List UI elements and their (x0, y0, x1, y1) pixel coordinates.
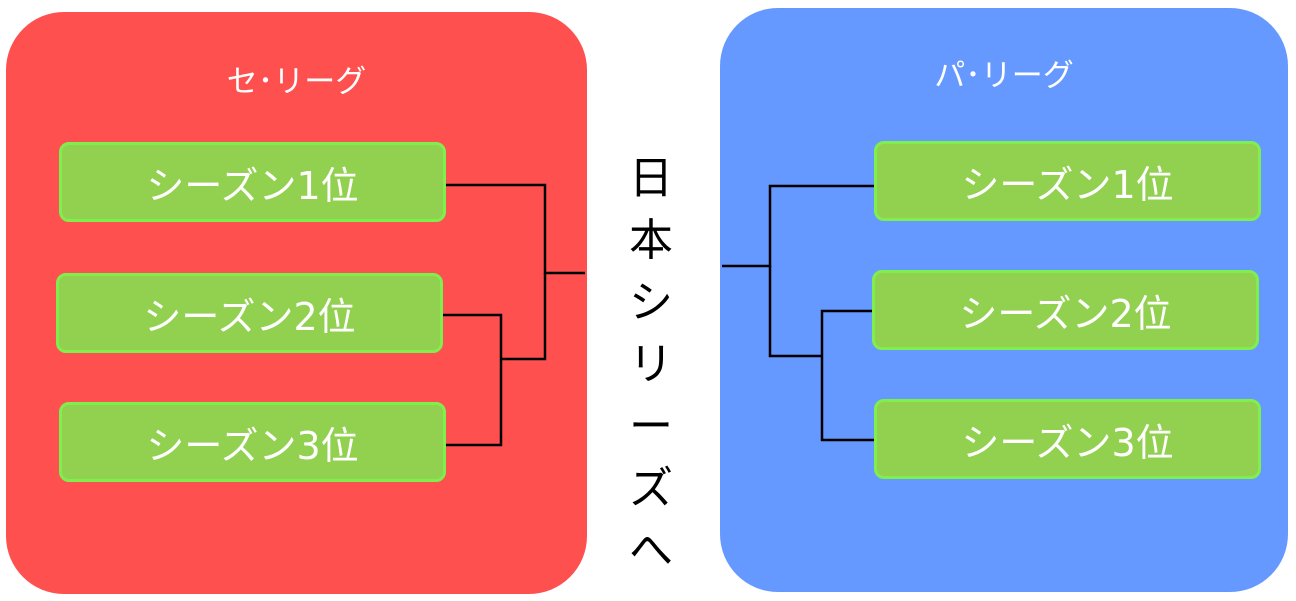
pacific-bracket-rank2 (820, 309, 874, 442)
pacific-bracket-rank1 (722, 184, 874, 268)
central-rank-1-box: シーズン1位 (59, 142, 446, 222)
pacific-bracket-join (768, 266, 822, 358)
pacific-league-title: パ･リーグ (934, 58, 1074, 94)
central-rank-3-box: シーズン3位 (59, 402, 446, 482)
central-bracket-join (501, 273, 547, 361)
pacific-rank-2-box: シーズン2位 (872, 270, 1259, 350)
pacific-rank-1-box: シーズン1位 (874, 141, 1261, 221)
central-rank-2-box: シーズン2位 (56, 273, 443, 353)
central-bracket-rank2 (443, 313, 503, 447)
central-league-title: セ･リーグ (226, 64, 367, 100)
pacific-rank-3-box: シーズン3位 (874, 399, 1261, 479)
central-bracket-rank1 (446, 183, 585, 275)
japan-series-label: 日本シリーズへ (629, 153, 673, 576)
